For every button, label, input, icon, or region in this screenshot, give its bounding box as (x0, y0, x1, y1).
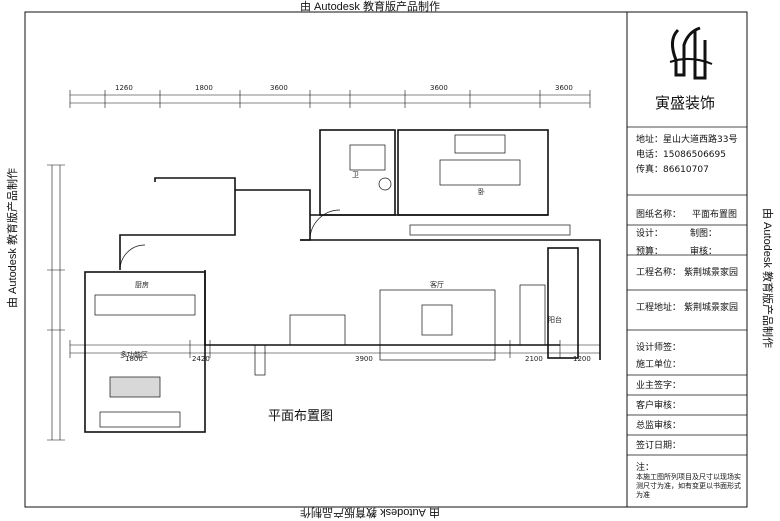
drawing-name-label: 图纸名称： (636, 210, 682, 220)
company-logo (669, 26, 713, 80)
dim-bottom-2: 2420 (192, 355, 210, 363)
headboard (454, 134, 506, 154)
project-name-label: 工程名称： (636, 268, 682, 278)
client-review-label: 客户审核： (636, 401, 682, 411)
coffee-table (421, 304, 453, 336)
door-swing-2 (119, 244, 146, 271)
project-address-value: 紫荆城景家园 (684, 303, 739, 313)
dimension-lines-left (47, 164, 65, 441)
walls (84, 129, 601, 433)
dimension-lines-top (69, 90, 591, 108)
project-address-label: 工程地址： (636, 303, 682, 313)
dim-top-4: 3600 (430, 84, 448, 92)
tv-cabinet (519, 284, 546, 346)
room-label-living: 客厅 (430, 281, 444, 289)
dim-bottom-4: 2100 (525, 355, 543, 363)
plan-title: 平面布置图 (268, 409, 334, 424)
drawing-label: 制图： (690, 229, 718, 239)
company-address: 地址：星山大道西路33号 (636, 135, 738, 145)
title-block-lines (627, 126, 747, 456)
toilet (378, 177, 392, 191)
room-label-bedroom: 卧 (478, 188, 485, 196)
dim-bottom-3: 3900 (355, 355, 373, 363)
owner-sign-label: 业主签字： (636, 381, 682, 391)
dim-top-3: 3600 (270, 84, 288, 92)
dim-bottom-5: 1200 (573, 355, 591, 363)
wardrobe (94, 294, 196, 316)
bath-fixture (349, 144, 386, 171)
side-cabinet (254, 344, 266, 376)
corridor-cabinet (409, 224, 571, 236)
date-label: 签订日期： (636, 441, 682, 451)
company-fax: 传真：86610707 (636, 165, 709, 175)
designer-sign-label: 设计师签： (636, 343, 682, 353)
room-label-kitchen: 厨房 (135, 281, 149, 289)
budget-label: 预算： (636, 247, 664, 257)
door-swing (309, 209, 341, 241)
watermark-top: 由 Autodesk 教育版产品制作 (300, 1, 440, 13)
dimension-lines-bottom (69, 340, 601, 358)
bed (439, 159, 521, 186)
dim-top-2: 1800 (195, 84, 213, 92)
construction-sign-label: 施工单位： (636, 360, 682, 370)
room-label-multi: 多功能区 (120, 351, 148, 359)
drawing-name-value: 平面布置图 (692, 210, 738, 220)
dim-bottom-1: 1800 (125, 355, 143, 363)
note-text: 本施工图所列项目及尺寸以现场实测尺寸为准，如有变更以书面形式为准 (636, 473, 741, 499)
page-frame (24, 11, 748, 508)
room-label-balcony: 阳台 (548, 316, 562, 324)
company-name: 寅盛装饰 (655, 94, 716, 112)
dim-top-1: 1260 (115, 84, 133, 92)
dining-table (289, 314, 346, 346)
living-rug (379, 289, 496, 361)
note-label: 注： (636, 463, 655, 473)
design-label: 设计： (636, 229, 664, 239)
furniture (94, 134, 571, 428)
kitchen-counter (109, 376, 161, 398)
dim-top-5: 3600 (555, 84, 573, 92)
manager-review-label: 总监审核： (636, 421, 682, 431)
room-label-bathroom: 卫 (352, 171, 359, 179)
kitchen-appliance (99, 411, 181, 428)
company-phone: 电话：15086506695 (636, 150, 726, 160)
review-label: 审核： (690, 247, 718, 257)
project-name-value: 紫荆城景家园 (684, 268, 739, 278)
